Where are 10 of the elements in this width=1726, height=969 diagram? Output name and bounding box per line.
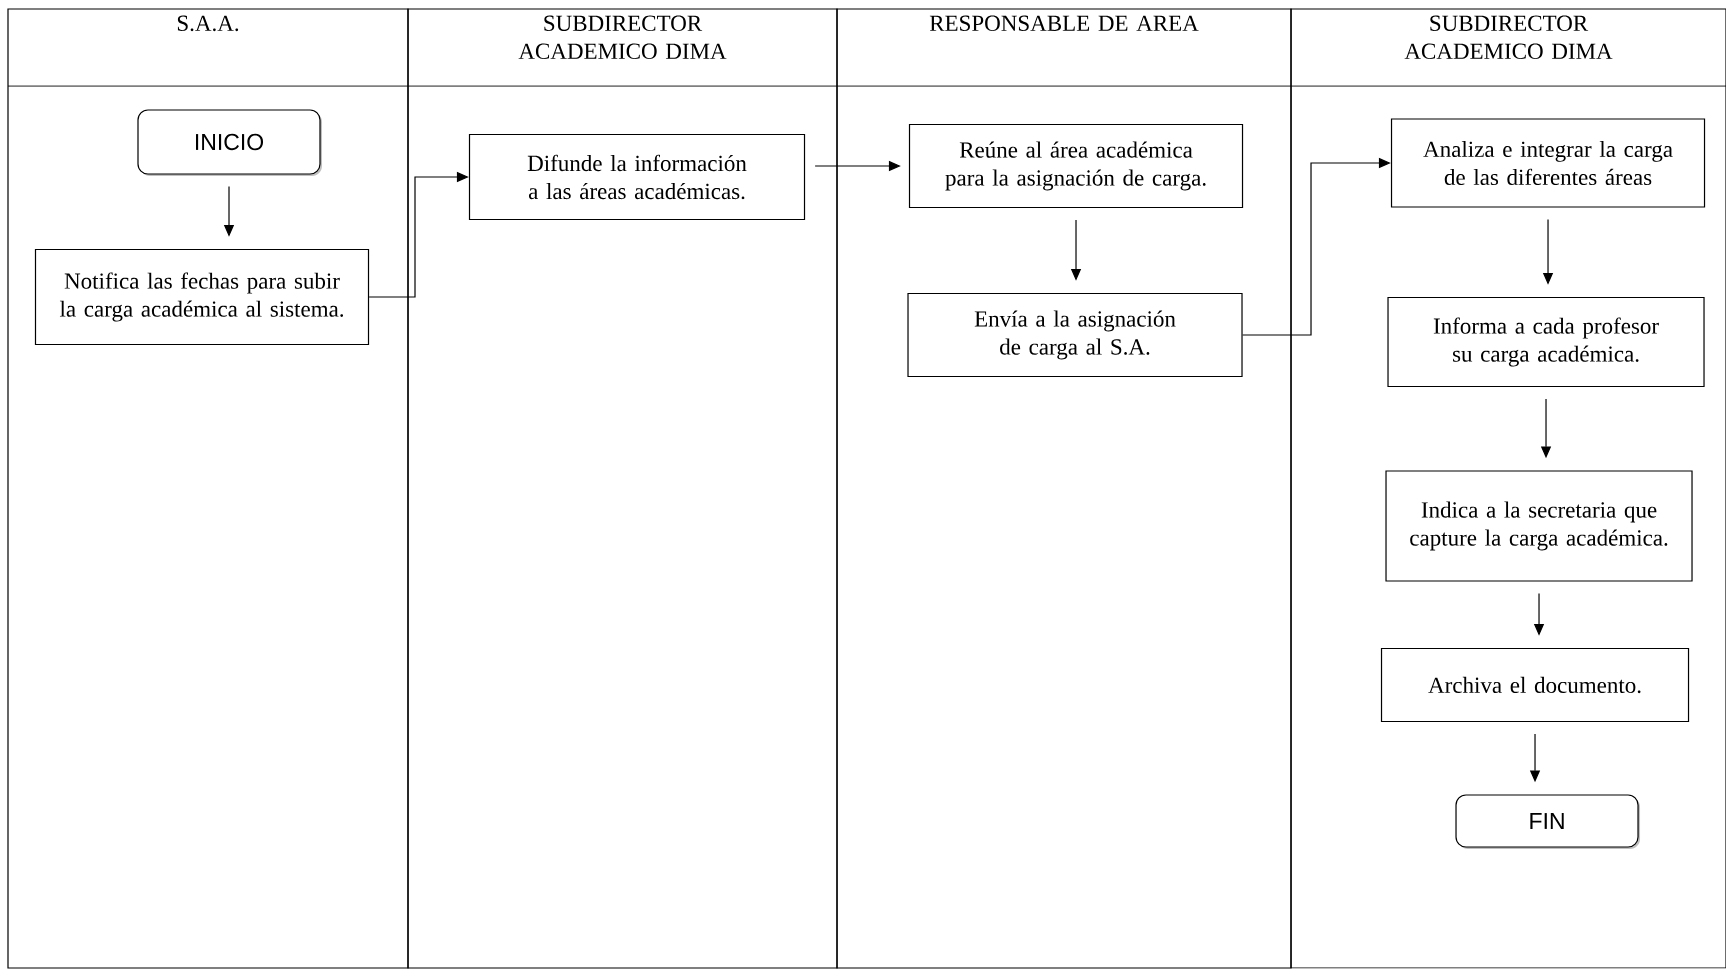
process-box: Notifica las fechas para subir la carga académica al sistema. xyxy=(34,248,370,346)
process-box: Difunde la información a las áreas académicas. xyxy=(468,133,806,221)
terminal-box: INICIO xyxy=(137,109,322,176)
terminal-box: FIN xyxy=(1455,794,1640,849)
process-box: Reúne al área académica para la asignación de carga. xyxy=(908,123,1244,209)
process-box: Archiva el documento. xyxy=(1380,647,1690,723)
process-box: Analiza e integrar la carga de las diferentes áreas xyxy=(1390,118,1706,208)
process-box: Informa a cada profesor su carga académica. xyxy=(1387,296,1705,388)
process-box: Indica a la secretaria que capture la carga académica. xyxy=(1385,470,1693,582)
process-box: Envía a la asignación de carga al S.A. xyxy=(907,292,1243,378)
